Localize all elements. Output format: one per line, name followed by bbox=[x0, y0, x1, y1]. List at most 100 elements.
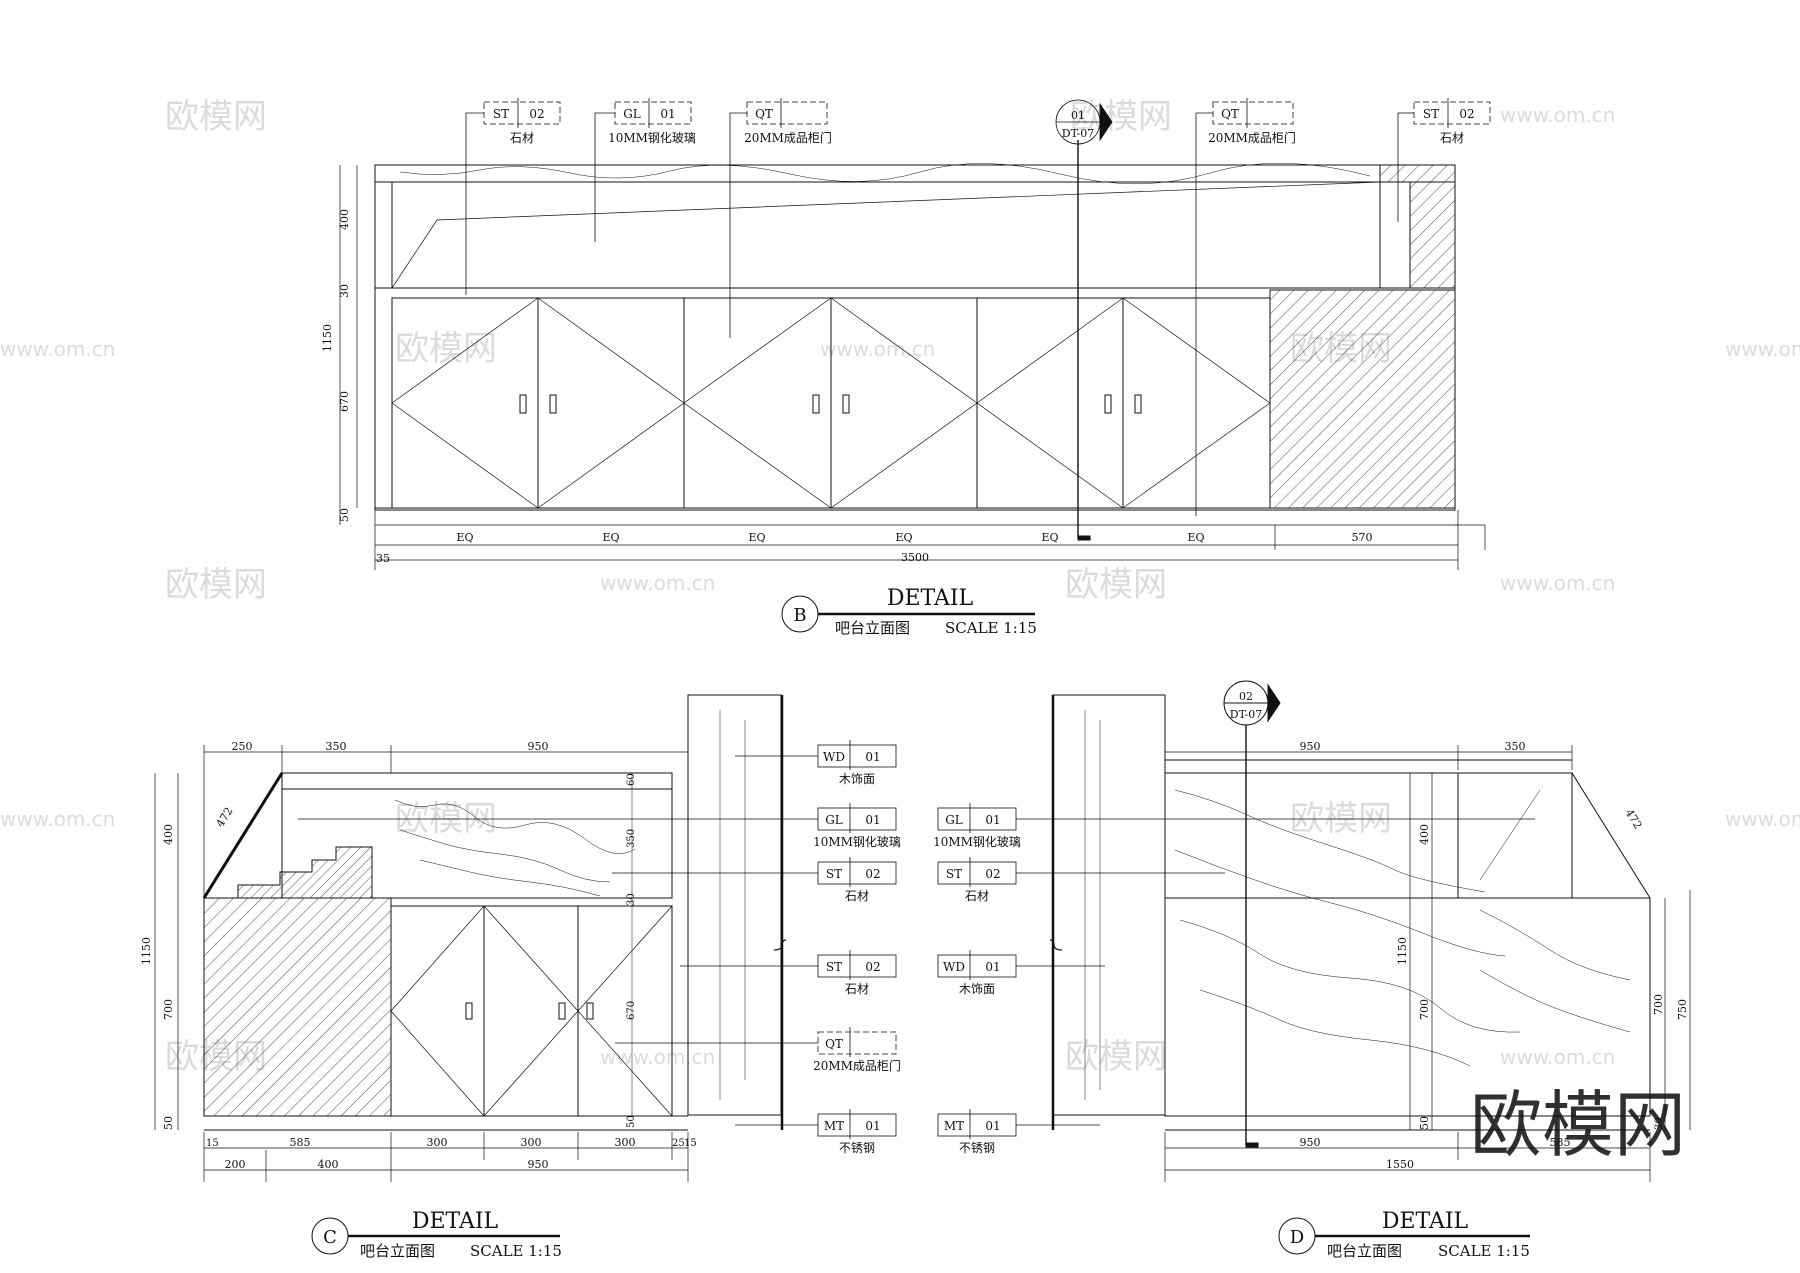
dim: 472 bbox=[214, 805, 236, 830]
tag-num: 01 bbox=[865, 813, 880, 827]
dim: EQ bbox=[602, 531, 619, 544]
detail-c-letter: C bbox=[323, 1227, 337, 1248]
tag-label: 10MM钢化玻璃 bbox=[813, 835, 901, 849]
tag-num: 01 bbox=[865, 1119, 880, 1133]
dim: 950 bbox=[528, 1158, 549, 1171]
watermarks: 欧模网 欧模网 www.om.cn www.om.cn 欧模网 www.om.c… bbox=[0, 97, 1800, 1167]
tag-label: 10MM钢化玻璃 bbox=[608, 131, 696, 145]
center-tag-text: WD 01 木饰面 GL 01 10MM钢化玻璃 ST 02 石材 ST 02 … bbox=[813, 750, 1021, 1155]
dim: 15 bbox=[206, 1138, 219, 1149]
glass-display bbox=[391, 181, 1381, 289]
dim: 300 bbox=[615, 1136, 636, 1149]
tag-label: 石材 bbox=[845, 982, 869, 996]
watermark-logo: 欧模网 bbox=[1065, 1037, 1167, 1077]
watermark-url: www.om.cn bbox=[0, 807, 115, 831]
tag-num: 01 bbox=[985, 813, 1000, 827]
detail-b-labels: B DETAIL 吧台立面图 SCALE 1:15 400 30 670 50 … bbox=[321, 209, 1373, 637]
tag-code: QT bbox=[1221, 107, 1239, 121]
section-number: 01 bbox=[1071, 109, 1085, 122]
dim: 350 bbox=[1505, 740, 1526, 753]
dim: 670 bbox=[626, 1001, 637, 1020]
tag-code: GL bbox=[825, 813, 843, 827]
dim: 35 bbox=[376, 552, 390, 565]
dim: 300 bbox=[521, 1136, 542, 1149]
dim: 400 bbox=[162, 824, 175, 845]
tag-code: WD bbox=[943, 960, 965, 974]
tag-num: 01 bbox=[985, 960, 1000, 974]
watermark-logo: 欧模网 bbox=[395, 329, 497, 369]
tag-label: 20MM成品柜门 bbox=[1208, 130, 1296, 145]
detail-c-scale: SCALE 1:15 bbox=[470, 1242, 562, 1260]
watermark-url: www.om.cn bbox=[600, 571, 715, 595]
dim: 950 bbox=[1300, 740, 1321, 753]
detail-c-title: DETAIL bbox=[412, 1209, 499, 1234]
dim: 950 bbox=[528, 740, 549, 753]
dim: EQ bbox=[895, 531, 912, 544]
watermark-logo: 欧模网 bbox=[165, 565, 267, 605]
detail-d-title: DETAIL bbox=[1382, 1209, 1469, 1234]
tag-num: 02 bbox=[529, 107, 544, 121]
dim: 60 bbox=[626, 773, 637, 786]
dim: 300 bbox=[427, 1136, 448, 1149]
dim: 950 bbox=[1300, 1136, 1321, 1149]
tag-label: 不锈钢 bbox=[959, 1141, 995, 1155]
stone-side-panel-c bbox=[203, 897, 392, 1117]
tag-label: 10MM钢化玻璃 bbox=[933, 835, 1021, 849]
detail-b-elevation bbox=[339, 140, 1486, 633]
tag-label: 20MM成品柜门 bbox=[813, 1058, 901, 1073]
tag-code: ST bbox=[826, 960, 842, 974]
watermark-url: www.om.cn bbox=[600, 1045, 715, 1069]
dim: 700 bbox=[1418, 999, 1431, 1020]
dim: 3500 bbox=[901, 551, 929, 564]
dim: 15 bbox=[684, 1138, 697, 1149]
watermark-url: www.om.cn bbox=[820, 337, 935, 361]
dim: 50 bbox=[338, 508, 351, 522]
tag-code: ST bbox=[493, 107, 509, 121]
detail-c-elevation bbox=[154, 694, 787, 1255]
tag-code: ST bbox=[946, 867, 962, 881]
dim: 670 bbox=[338, 391, 351, 412]
tag-label: 石材 bbox=[510, 131, 534, 145]
dim: 400 bbox=[338, 209, 351, 230]
dim: 400 bbox=[318, 1158, 339, 1171]
tag-num: 02 bbox=[865, 960, 880, 974]
section-sheet: DT-07 bbox=[1230, 708, 1262, 721]
dim: 50 bbox=[162, 1116, 175, 1130]
dim: EQ bbox=[456, 531, 473, 544]
tag-num: 02 bbox=[985, 867, 1000, 881]
dim: 30 bbox=[626, 893, 637, 906]
center-tags-right bbox=[937, 803, 1535, 1139]
detail-b-tag-text: ST 02 石材 GL 01 10MM钢化玻璃 QT 20MM成品柜门 QT 2… bbox=[493, 107, 1475, 145]
tag-num: 01 bbox=[865, 750, 880, 764]
watermark-url: www.om.cn bbox=[1500, 103, 1615, 127]
dim: 585 bbox=[290, 1136, 311, 1149]
detail-c-subtitle: 吧台立面图 bbox=[360, 1242, 435, 1260]
detail-d-labels: 02 DT-07 D DETAIL 吧台立面图 SCALE 1:15 950 3… bbox=[1230, 690, 1689, 1260]
dim: 472 bbox=[1622, 807, 1644, 832]
dim: 50 bbox=[1418, 1116, 1431, 1130]
dim: 750 bbox=[1676, 999, 1689, 1020]
tag-label: 不锈钢 bbox=[839, 1141, 875, 1155]
tag-label: 木饰面 bbox=[959, 982, 995, 996]
tag-num: 01 bbox=[985, 1119, 1000, 1133]
detail-b-subtitle: 吧台立面图 bbox=[835, 619, 910, 637]
tag-code: GL bbox=[623, 107, 641, 121]
tag-code: ST bbox=[1423, 107, 1439, 121]
tag-num: 01 bbox=[660, 107, 675, 121]
dim: 50 bbox=[626, 1115, 637, 1128]
dim: 700 bbox=[1652, 994, 1665, 1015]
dim: 30 bbox=[338, 284, 351, 298]
detail-b-letter: B bbox=[793, 605, 806, 626]
watermark-url: www.om.cn bbox=[0, 337, 115, 361]
tag-code: QT bbox=[755, 107, 773, 121]
glass-panel-d bbox=[1457, 772, 1573, 899]
detail-b-scale: SCALE 1:15 bbox=[945, 619, 1037, 637]
watermark-url: www.om.cn bbox=[1500, 1045, 1615, 1069]
dim: EQ bbox=[1041, 531, 1058, 544]
dim: 350 bbox=[326, 740, 347, 753]
dim: 250 bbox=[232, 740, 253, 753]
detail-d-subtitle: 吧台立面图 bbox=[1327, 1242, 1402, 1260]
watermark-url: www.om.cn bbox=[1500, 571, 1615, 595]
dim: 30 bbox=[1654, 1117, 1665, 1130]
tag-code: GL bbox=[945, 813, 963, 827]
